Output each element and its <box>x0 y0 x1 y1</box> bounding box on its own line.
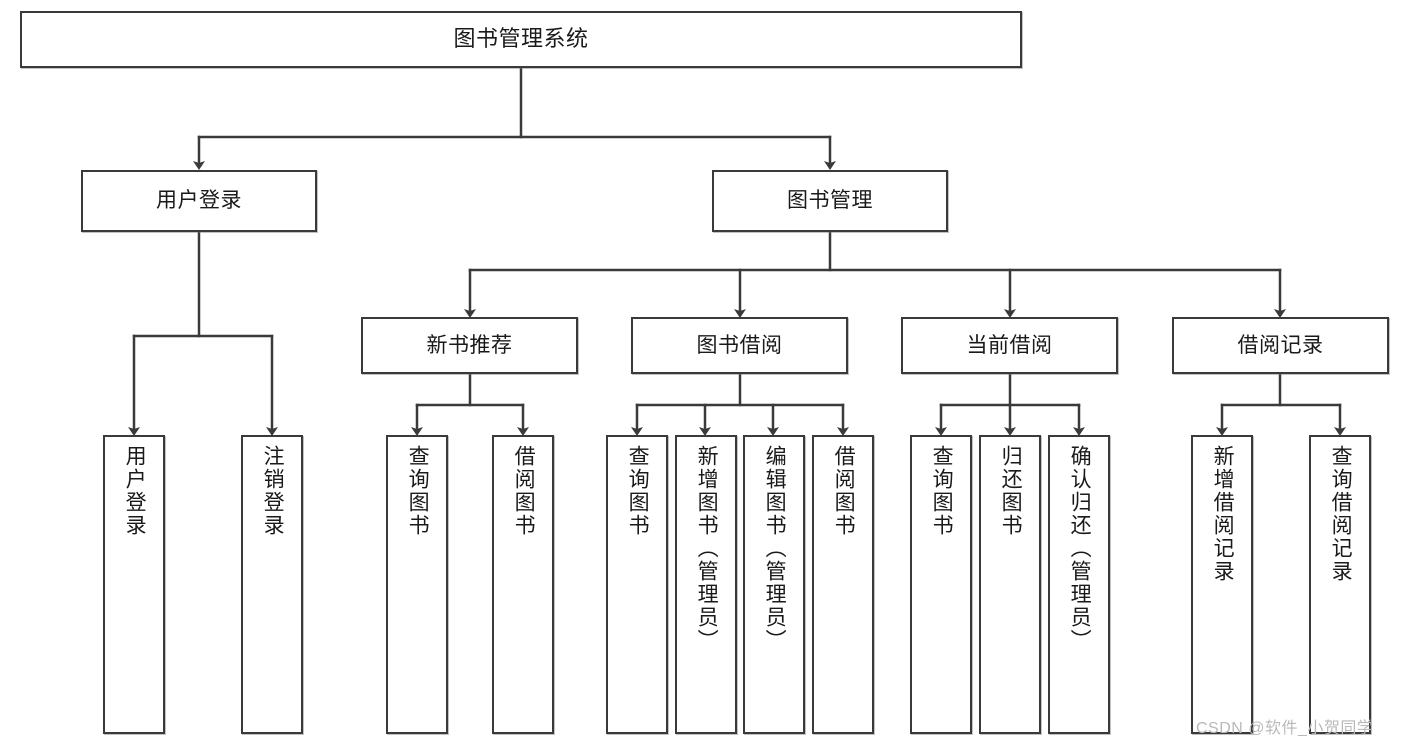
node-leaf-query-book-2[interactable]: 查询图书 <box>606 435 668 734</box>
node-book-manage[interactable]: 图书管理 <box>712 170 948 232</box>
node-leaf-query-book-3-label: 查询图书 <box>930 445 954 537</box>
node-current-borrow[interactable]: 当前借阅 <box>901 317 1118 374</box>
node-book-manage-label: 图书管理 <box>787 189 873 213</box>
node-leaf-query-record[interactable]: 查询借阅记录 <box>1309 435 1371 734</box>
node-leaf-return-book[interactable]: 归还图书 <box>979 435 1041 734</box>
node-leaf-return-book-label: 归还图书 <box>999 445 1023 537</box>
node-leaf-confirm-return[interactable]: 确认归还（管理员） <box>1048 435 1110 734</box>
node-leaf-borrow-book-1-label: 借阅图书 <box>512 445 536 537</box>
node-book-borrow[interactable]: 图书借阅 <box>631 317 848 374</box>
node-leaf-user-logout[interactable]: 注销登录 <box>241 435 303 734</box>
node-current-borrow-label: 当前借阅 <box>966 333 1053 357</box>
node-leaf-query-book-2-label: 查询图书 <box>626 445 650 537</box>
node-leaf-query-book-1[interactable]: 查询图书 <box>386 435 448 734</box>
node-leaf-add-book[interactable]: 新增图书（管理员） <box>675 435 737 734</box>
node-leaf-edit-book[interactable]: 编辑图书（管理员） <box>743 435 805 734</box>
node-book-borrow-label: 图书借阅 <box>696 333 783 357</box>
node-borrow-record-label: 借阅记录 <box>1237 333 1324 357</box>
node-leaf-confirm-return-label: 确认归还（管理员） <box>1068 445 1092 652</box>
node-borrow-record[interactable]: 借阅记录 <box>1172 317 1389 374</box>
csdn-watermark: CSDN @软件_小贺同学 <box>1196 720 1374 737</box>
node-root[interactable]: 图书管理系统 <box>20 11 1022 68</box>
node-leaf-user-login[interactable]: 用户登录 <box>103 435 165 734</box>
node-root-label: 图书管理系统 <box>453 26 589 52</box>
node-leaf-add-record[interactable]: 新增借阅记录 <box>1191 435 1253 734</box>
node-leaf-query-book-3[interactable]: 查询图书 <box>910 435 972 734</box>
node-leaf-borrow-book-2[interactable]: 借阅图书 <box>812 435 874 734</box>
node-leaf-query-record-label: 查询借阅记录 <box>1329 445 1353 583</box>
node-leaf-user-logout-label: 注销登录 <box>261 445 285 537</box>
node-new-book-recommend-label: 新书推荐 <box>426 333 513 357</box>
node-leaf-borrow-book-2-label: 借阅图书 <box>832 445 856 537</box>
node-leaf-add-record-label: 新增借阅记录 <box>1211 445 1235 583</box>
node-user-login-label: 用户登录 <box>156 189 242 213</box>
node-leaf-borrow-book-1[interactable]: 借阅图书 <box>492 435 554 734</box>
node-user-login[interactable]: 用户登录 <box>81 170 317 232</box>
node-leaf-user-login-label: 用户登录 <box>123 445 147 537</box>
node-leaf-edit-book-label: 编辑图书（管理员） <box>763 445 787 652</box>
node-new-book-recommend[interactable]: 新书推荐 <box>361 317 578 374</box>
node-leaf-add-book-label: 新增图书（管理员） <box>695 445 719 652</box>
node-leaf-query-book-1-label: 查询图书 <box>406 445 430 537</box>
